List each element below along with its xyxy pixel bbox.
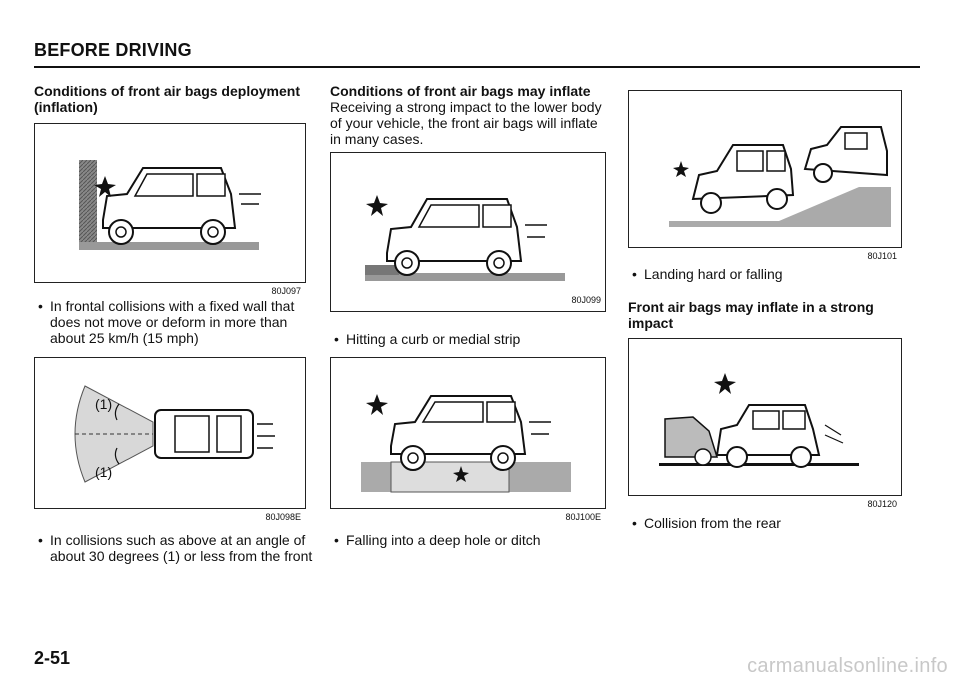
col3-heading: Front air bags may inflate in a strong i… [628, 299, 874, 331]
figure-code: 80J101 [867, 251, 897, 261]
wall-collision-figure: 80J097 [34, 123, 306, 296]
watermark: carmanualsonline.info [747, 655, 948, 677]
col1-heading: Conditions of front air bags deployment … [34, 83, 300, 115]
curb-figure: 80J099 [330, 152, 606, 312]
col2-intro: Receiving a strong impact to the lower b… [330, 99, 602, 147]
curb-illustration [365, 195, 565, 281]
wall-collision-illustration [79, 160, 261, 250]
rear-collision-illustration [659, 373, 859, 468]
figure-code: 80J097 [271, 286, 301, 296]
figure-code: 80J099 [571, 295, 601, 305]
landing-figure: 80J101 [628, 90, 902, 261]
col2-bullet-curb: Hitting a curb or medial strip [332, 331, 622, 347]
page-number: 2-51 [34, 648, 71, 668]
angle-label-top: (1) [95, 396, 113, 412]
figure-code: 80J098E [265, 512, 301, 522]
col2-bullet-ditch: Falling into a deep hole or ditch [332, 532, 622, 548]
col3-bullet-landing: Landing hard or falling [630, 266, 920, 282]
col3-bullet-rear: Collision from the rear [630, 515, 920, 531]
title-rule [34, 66, 920, 68]
angle-label-bottom: (1) [95, 464, 113, 480]
angle-collision-figure: (1) (1) 80J098E [34, 357, 306, 522]
figure-code: 80J120 [867, 499, 897, 509]
col2-heading: Conditions of front air bags may inflate [330, 83, 591, 99]
col1-bullet-angle: In collisions such as above at an angle … [36, 532, 326, 564]
ditch-illustration [361, 394, 571, 493]
angle-collision-illustration [74, 385, 275, 483]
figure-code: 80J100E [565, 512, 601, 522]
landing-illustration [669, 126, 891, 227]
col1-bullet-frontal: In frontal collisions with a fixed wall … [36, 298, 326, 346]
rear-collision-figure: 80J120 [628, 338, 902, 509]
section-title: BEFORE DRIVING [34, 40, 192, 60]
ditch-figure: 80J100E [330, 357, 606, 522]
